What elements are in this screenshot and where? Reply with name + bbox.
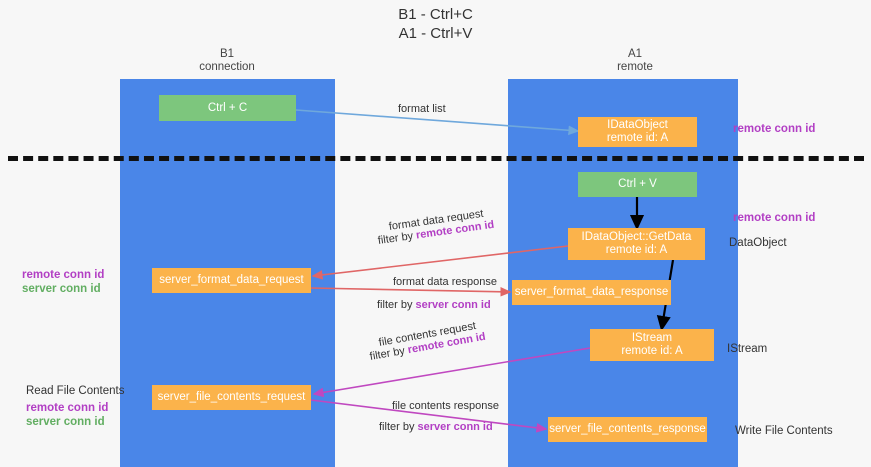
annotation-istream: IStream: [727, 343, 768, 355]
node-idataobject-line2: remote id: A: [606, 132, 669, 144]
lane-header-b1-role: connection: [199, 61, 255, 73]
node-ctrl-v[interactable]: Ctrl + V: [578, 172, 697, 197]
node-istream-text: IStream remote id: A: [621, 332, 682, 358]
lane-header-b1: B1 connection: [152, 48, 302, 74]
annotation-remote-conn-id-left-2: remote conn id: [26, 402, 109, 414]
filter-prefix: filter by: [368, 344, 409, 363]
lane-header-a1-role: remote: [617, 61, 653, 73]
annotation-read-file-contents: Read File Contents: [26, 385, 125, 397]
annotation-remote-conn-id-left-1: remote conn id: [22, 269, 105, 281]
node-istream-line1: IStream: [631, 332, 673, 344]
node-ctrl-c-label: Ctrl + C: [207, 101, 248, 114]
node-ctrl-v-label: Ctrl + V: [618, 178, 657, 190]
filter-key-server-conn-id: server conn id: [415, 299, 491, 311]
annotation-remote-conn-id-mid: remote conn id: [733, 212, 816, 224]
node-getdata-text: IDataObject::GetData remote id: A: [582, 231, 692, 257]
node-server-file-contents-request[interactable]: server_file_contents_request: [152, 385, 311, 410]
node-idataobject[interactable]: IDataObject remote id: A: [578, 117, 697, 147]
edge-label-format-list: format list: [398, 103, 446, 115]
phase-divider: [8, 156, 864, 161]
node-server-file-contents-request-label: server_file_contents_request: [157, 391, 306, 403]
node-server-format-data-request-label: server_format_data_request: [159, 274, 304, 286]
lane-header-a1: A1 remote: [560, 48, 710, 74]
annotation-server-conn-id-left-1: server conn id: [22, 283, 101, 295]
annotation-left-conn-ids-bottom: remote conn id server conn id: [26, 401, 108, 429]
title-line-2: A1 - Ctrl+V: [398, 25, 473, 42]
node-ctrl-c[interactable]: Ctrl + C: [159, 95, 296, 121]
node-server-file-contents-response[interactable]: server_file_contents_response: [548, 417, 707, 442]
node-server-format-data-response[interactable]: server_format_data_response: [512, 280, 671, 305]
annotation-write-file-contents: Write File Contents: [735, 425, 833, 437]
edge-label-file-contents-response: file contents response: [392, 400, 500, 412]
node-istream-line2: remote id: A: [621, 345, 683, 357]
filter-prefix: filter by: [377, 299, 416, 311]
page-title: B1 - Ctrl+C A1 - Ctrl+V: [0, 5, 871, 43]
edge-label-file-contents-response-filter: filter by server conn id: [379, 420, 493, 435]
filter-prefix: filter by: [377, 229, 417, 247]
node-istream[interactable]: IStream remote id: A: [590, 329, 714, 361]
title-line-1: B1 - Ctrl+C: [398, 6, 473, 23]
node-getdata-line1: IDataObject::GetData: [581, 231, 692, 243]
edge-label-format-data-response: format data response: [393, 276, 497, 288]
node-server-file-contents-response-label: server_file_contents_response: [549, 423, 706, 435]
annotation-left-conn-ids-top: remote conn id server conn id: [22, 268, 104, 296]
edge-label-format-data-response-filter: filter by server conn id: [377, 298, 491, 313]
node-server-format-data-request[interactable]: server_format_data_request: [152, 268, 311, 293]
annotation-dataobject: DataObject: [729, 237, 787, 249]
annotation-remote-conn-id-top: remote conn id: [733, 123, 816, 135]
node-getdata-line2: remote id: A: [605, 244, 668, 256]
node-server-format-data-response-label: server_format_data_response: [514, 286, 669, 298]
node-getdata[interactable]: IDataObject::GetData remote id: A: [568, 228, 705, 260]
node-idataobject-text: IDataObject remote id: A: [607, 119, 668, 145]
lane-header-b1-name: B1: [219, 48, 235, 60]
filter-key-server-conn-id: server conn id: [417, 421, 493, 433]
filter-prefix: filter by: [379, 421, 418, 433]
node-idataobject-line1: IDataObject: [607, 119, 668, 131]
annotation-server-conn-id-left-2: server conn id: [26, 416, 105, 428]
lane-header-a1-name: A1: [627, 48, 643, 60]
